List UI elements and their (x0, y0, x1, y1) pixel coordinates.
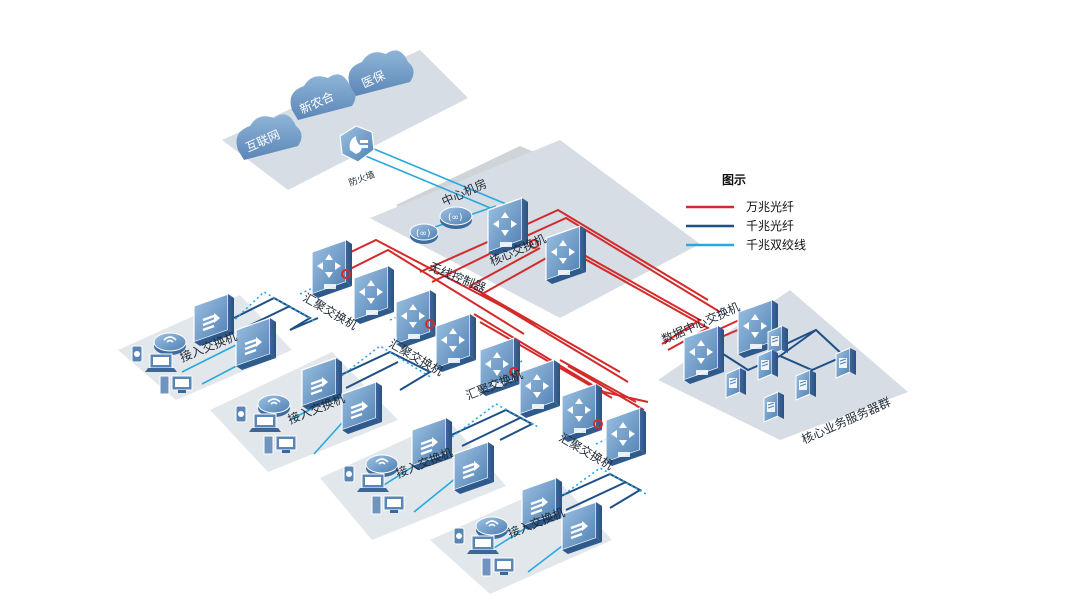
server-6 (763, 391, 785, 423)
svg-text:(∞): (∞) (448, 213, 463, 223)
svg-text:(∞): (∞) (416, 229, 431, 239)
server-4 (795, 369, 817, 401)
access-area-3 (320, 420, 506, 540)
aggregation-group-4: 汇聚交换机 (557, 383, 647, 473)
legend-label-10g-fiber: 万兆光纤 (746, 200, 794, 214)
server-5 (835, 347, 857, 379)
legend-title: 图示 (722, 173, 746, 187)
aggregation-switch-3b (519, 359, 561, 419)
cloud-internet: 互联网 (236, 114, 302, 160)
access-area-1 (118, 295, 292, 400)
aggregation-switch-1b (353, 265, 395, 325)
legend: 图示 万兆光纤 千兆光纤 千兆双绞线 (686, 173, 806, 252)
cloud-yibao: 医保 (348, 50, 414, 96)
server-2 (757, 349, 779, 381)
platform-areas (118, 50, 908, 594)
server-3 (725, 367, 747, 399)
internet-platform (222, 50, 468, 190)
aggregation-group-3: 汇聚交换机 (464, 337, 561, 419)
data-center-platform (658, 290, 908, 440)
legend-label-twisted-pair: 千兆双绞线 (746, 237, 806, 252)
aggregation-switch-4b (605, 407, 647, 467)
firewall-label: 防火墙 (347, 168, 376, 189)
aggregation-label-1: 汇聚交换机 (301, 290, 360, 333)
aggregation-switch-2b (435, 313, 477, 373)
aggregation-group-2: 汇聚交换机 (387, 289, 477, 379)
legend-label-1g-fiber: 千兆光纤 (746, 219, 794, 233)
